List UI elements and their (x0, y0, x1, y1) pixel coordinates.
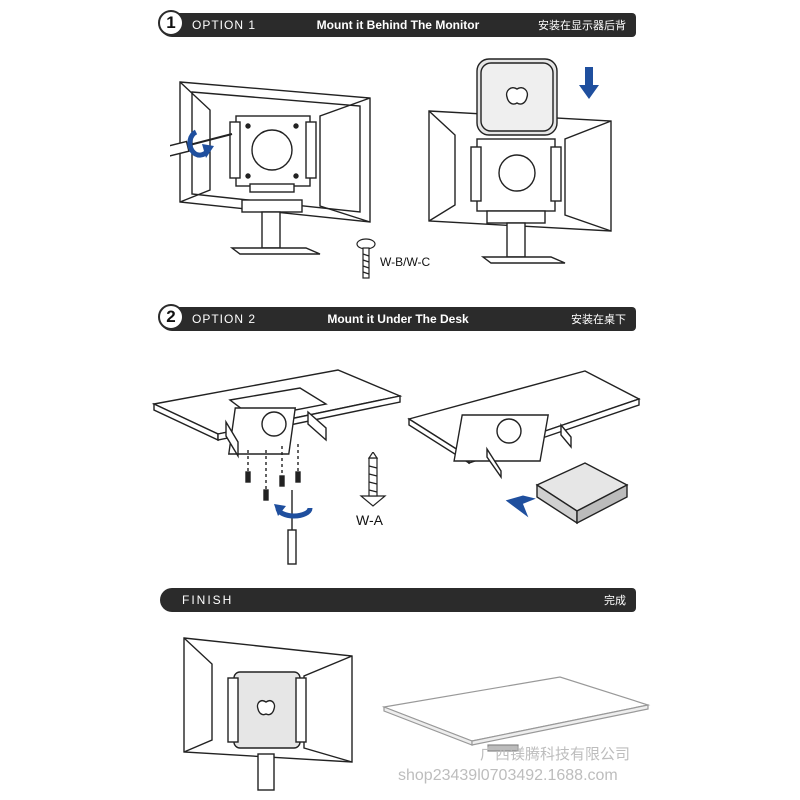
step-number-badge: 1 (158, 10, 184, 36)
section-title-cn: 安装在显示器后背 (538, 20, 626, 32)
screw-icon (359, 452, 387, 507)
desk-mount-illustration-right (407, 370, 641, 525)
option-label: OPTION 2 (192, 312, 257, 326)
diagonal-arrow-icon (505, 495, 536, 518)
section-title: Mount it Behind The Monitor (316, 18, 480, 32)
apple-logo-icon (505, 87, 529, 105)
section-header-option-1: 1 OPTION 1 Mount it Behind The Monitor 安… (158, 10, 636, 37)
monitor-mount-illustration-right (428, 58, 612, 264)
finished-desk-illustration (381, 676, 651, 752)
down-arrow-icon (579, 67, 599, 99)
screw-label-wb-wc: W-B/W-C (380, 255, 431, 269)
watermark-company: 广西镁腾科技有限公司 (480, 746, 631, 763)
section-title: Mount it Under The Desk (327, 312, 469, 326)
finished-monitor-illustration (183, 637, 353, 791)
section-header-finish: FINISH 完成 (160, 588, 636, 612)
rotate-arrow-icon (187, 129, 211, 158)
screw-label-wa: W-A (356, 512, 383, 528)
finish-label: FINISH (182, 593, 234, 607)
step-number-badge: 2 (158, 304, 184, 330)
desk-mount-illustration-left (151, 369, 403, 565)
monitor-mount-illustration-left (170, 81, 371, 255)
section-title-cn: 完成 (604, 595, 626, 607)
watermark-shop: shop23439l0703492.1688.com (398, 767, 618, 784)
apple-logo-icon (256, 700, 276, 716)
section-header-option-2: 2 OPTION 2 Mount it Under The Desk 安装在桌下 (158, 304, 636, 331)
section-title-cn: 安装在桌下 (571, 314, 626, 326)
screw-icon (356, 238, 376, 279)
option-label: OPTION 1 (192, 18, 257, 32)
